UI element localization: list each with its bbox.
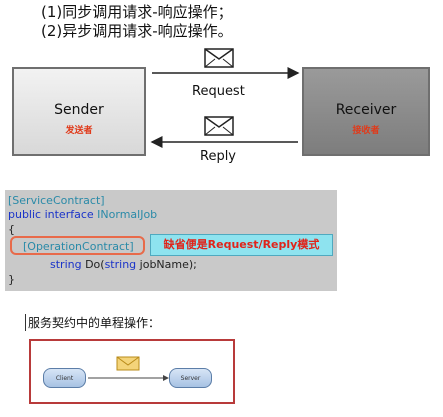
heading-line-1: (1)同步调用请求-响应操作； xyxy=(41,3,233,21)
request-label: Request xyxy=(192,84,245,99)
code-line-service-contract: [ServiceContract] xyxy=(8,194,105,207)
sender-box: Sender 发送者 xyxy=(12,67,146,156)
code-line-open-brace: { xyxy=(8,223,15,236)
sender-title: Sender xyxy=(54,102,104,118)
request-reply-arrows xyxy=(150,48,300,148)
code-line-close-brace: } xyxy=(8,273,15,286)
text-cursor xyxy=(25,314,26,331)
oneway-arrow-layer xyxy=(88,356,169,381)
code-method-name: Do( xyxy=(85,258,105,271)
server-node: Server xyxy=(169,368,212,388)
code-return-type: string xyxy=(50,258,82,271)
receiver-title: Receiver xyxy=(335,102,397,118)
receiver-subtitle: 接收者 xyxy=(352,126,380,136)
receiver-box: Receiver 接收者 xyxy=(302,67,430,156)
code-keyword: public interface xyxy=(8,208,94,221)
request-envelope-icon xyxy=(204,48,234,68)
section-title-oneway: 服务契约中的单程操作： xyxy=(28,316,161,330)
code-param-name: jobName); xyxy=(139,258,197,271)
reply-label: Reply xyxy=(200,149,237,164)
oneway-diagram-frame: Client Server xyxy=(29,339,235,404)
heading-line-2: (2)异步调用请求-响应操作。 xyxy=(41,22,233,40)
code-line-interface: public interface INormalJob xyxy=(8,208,157,221)
operation-contract-highlight xyxy=(10,236,145,255)
reply-envelope-icon xyxy=(204,116,234,136)
code-line-method: string Do(string jobName); xyxy=(50,258,197,271)
code-interface-name: INormalJob xyxy=(97,208,158,221)
oneway-envelope-icon xyxy=(116,356,140,371)
code-param-type: string xyxy=(104,258,137,271)
sender-subtitle: 发送者 xyxy=(65,126,93,136)
code-line-operation-contract: [OperationContract] xyxy=(23,240,134,253)
default-mode-callout: 缺省便是Request/Reply模式 xyxy=(150,234,333,256)
client-node: Client xyxy=(43,368,86,388)
